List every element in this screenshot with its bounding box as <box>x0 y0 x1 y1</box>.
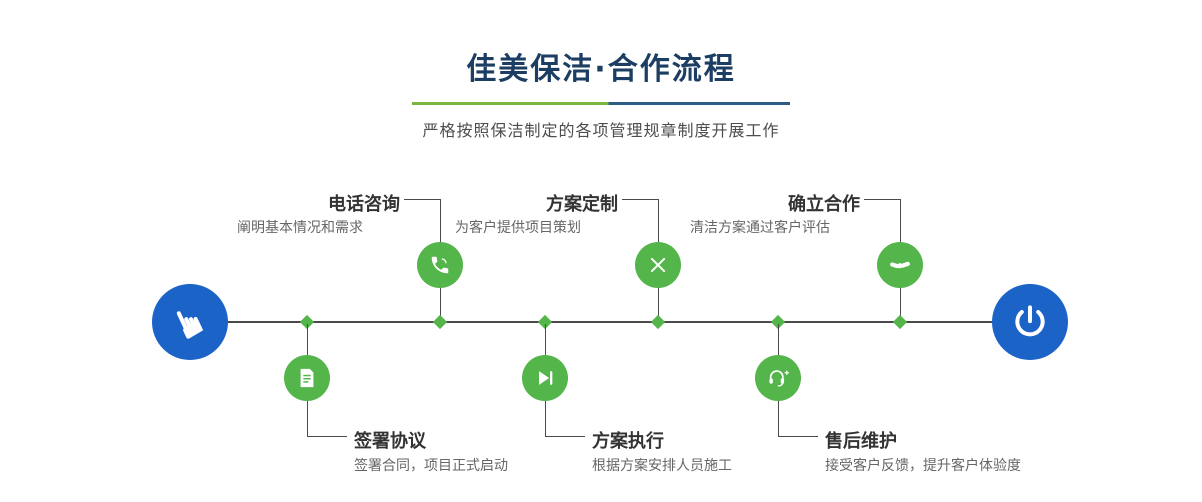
contract-icon <box>300 368 314 388</box>
timeline-diamond <box>892 314 908 330</box>
step-desc: 签署合同，项目正式启动 <box>354 458 508 474</box>
page-title: 佳美保洁·合作流程 <box>466 52 736 87</box>
step-desc: 根据方案安排人员施工 <box>592 458 732 474</box>
connector-line <box>778 436 818 437</box>
connector-line <box>778 401 779 437</box>
step-title: 方案定制 <box>546 194 618 215</box>
timeline-start-node: ☛ <box>152 284 228 360</box>
hand-pointer-icon: ☛ <box>161 296 219 348</box>
step-title: 签署协议 <box>354 431 426 452</box>
step-circle <box>635 242 681 288</box>
play-icon <box>539 371 553 385</box>
timeline-line <box>190 321 1030 323</box>
step-circle <box>284 355 330 401</box>
connector-line <box>307 401 308 437</box>
step-desc: 接受客户反馈，提升客户体验度 <box>825 458 1021 474</box>
step-desc: 为客户提供项目策划 <box>455 220 581 236</box>
step-circle <box>417 242 463 288</box>
timeline-end-node <box>992 284 1068 360</box>
step-circle <box>877 242 923 288</box>
title-divider <box>412 102 790 105</box>
step-title: 售后维护 <box>825 431 897 452</box>
headset-icon <box>769 370 789 387</box>
connector-line <box>404 199 440 200</box>
handshake-icon <box>890 261 910 269</box>
connector-line <box>900 199 901 243</box>
connector-line <box>440 199 441 243</box>
connector-line <box>864 199 900 200</box>
timeline-diamond <box>650 314 666 330</box>
connector-line <box>440 288 441 322</box>
connector-line <box>900 288 901 322</box>
phone-icon <box>431 256 449 274</box>
step-desc: 阐明基本情况和需求 <box>237 220 363 236</box>
connector-line <box>622 199 658 200</box>
pencil-ruler-icon <box>650 257 666 273</box>
connector-line <box>778 324 779 355</box>
connector-line <box>658 288 659 322</box>
timeline-diamond <box>432 314 448 330</box>
step-circle <box>522 355 568 401</box>
step-title: 确立合作 <box>788 194 860 215</box>
step-desc: 清洁方案通过客户评估 <box>690 220 830 236</box>
step-title: 方案执行 <box>592 431 664 452</box>
power-icon <box>1015 305 1045 337</box>
page-subtitle: 严格按照保洁制定的各项管理规章制度开展工作 <box>422 121 780 140</box>
section-header: 佳美保洁·合作流程 严格按照保洁制定的各项管理规章制度开展工作 <box>0 0 1202 141</box>
connector-line <box>545 401 546 437</box>
connector-line <box>307 324 308 355</box>
connector-line <box>658 199 659 243</box>
connector-line <box>307 436 347 437</box>
connector-line <box>545 324 546 355</box>
step-circle <box>755 355 801 401</box>
step-title: 电话咨询 <box>328 194 400 215</box>
connector-line <box>545 436 585 437</box>
